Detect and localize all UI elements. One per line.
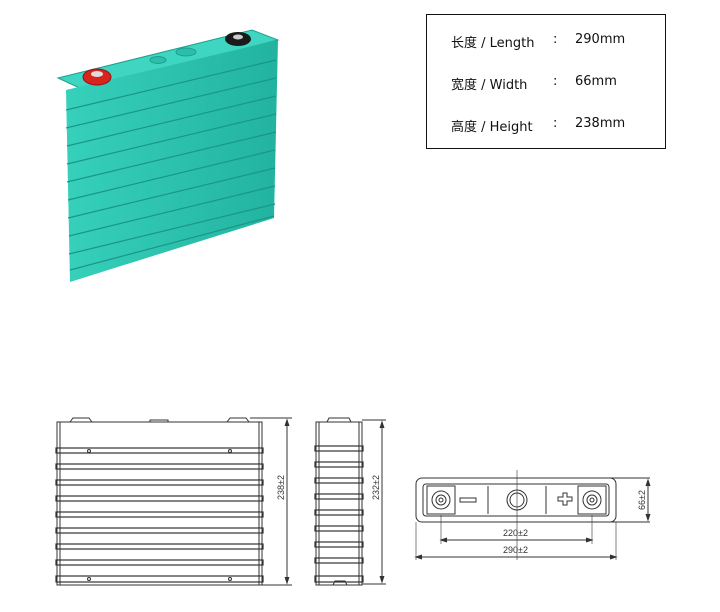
front-height-dim-label: 238±2 bbox=[276, 475, 286, 500]
spec-value: 66mm bbox=[575, 74, 617, 89]
spec-label: 长度 / Length bbox=[451, 36, 535, 51]
terminal-spacing-dim-label: 220±2 bbox=[503, 528, 528, 538]
spec-colon: : bbox=[553, 74, 558, 89]
top-width-dim-label: 66±2 bbox=[637, 490, 647, 510]
front-view-drawing bbox=[55, 417, 292, 586]
negative-symbol bbox=[459, 497, 477, 503]
vent-cap bbox=[175, 47, 197, 57]
case-ribs bbox=[65, 59, 277, 271]
spec-colon: : bbox=[553, 32, 558, 47]
length-dim-label: 290±2 bbox=[503, 545, 528, 555]
spec-label: 高度 / Height bbox=[451, 120, 533, 135]
spec-value: 290mm bbox=[575, 32, 626, 47]
top-view-drawing bbox=[414, 470, 651, 560]
side-height-dim-label: 232±2 bbox=[371, 475, 381, 500]
spec-label: 宽度 / Width bbox=[451, 78, 528, 93]
dimensions-spec-box: 长度 / Length : 290mm 宽度 / Width : 66mm 高度… bbox=[426, 14, 666, 149]
spec-colon: : bbox=[553, 116, 558, 131]
spec-value: 238mm bbox=[575, 116, 626, 131]
side-view-drawing bbox=[314, 417, 386, 586]
positive-symbol bbox=[557, 492, 573, 506]
